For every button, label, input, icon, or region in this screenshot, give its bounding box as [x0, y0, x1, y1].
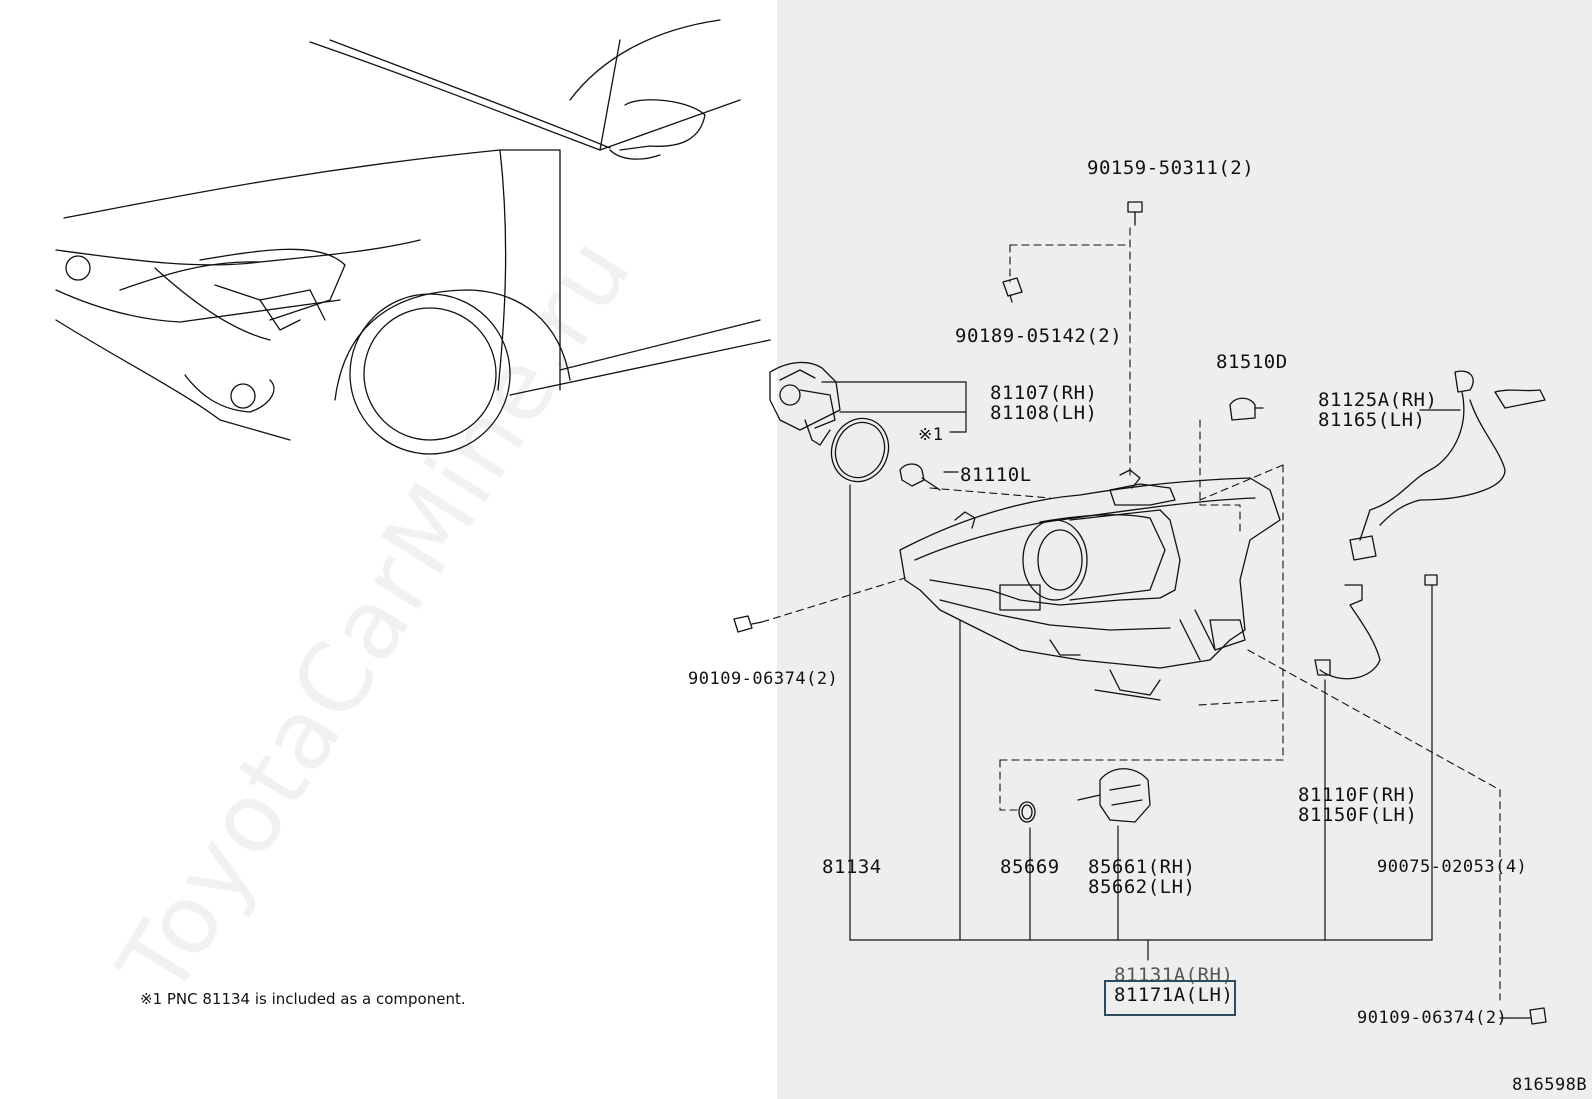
- label-85662-lh: 85662(LH): [1088, 876, 1196, 898]
- label-81165-lh: 81165(LH): [1318, 409, 1426, 431]
- label-90109-06374-left: 90109-06374(2): [688, 669, 839, 689]
- label-81107-rh: 81107(RH): [990, 382, 1098, 404]
- label-81171a-lh: 81171A(LH): [1114, 984, 1234, 1006]
- screw-90159: [1127, 201, 1143, 226]
- bolt-90109-left: [733, 615, 763, 633]
- label-81110f-81150f: 81110F(RH) 81150F(LH): [1298, 785, 1417, 825]
- diagram-id: 816598B: [1512, 1075, 1588, 1095]
- clip-90075: [1424, 574, 1438, 586]
- actuator-85661: [1077, 768, 1151, 823]
- label-81134: 81134: [822, 856, 882, 878]
- label-90075-02053: 90075-02053(4): [1377, 857, 1528, 877]
- note-mark-1: ※1: [918, 425, 944, 445]
- ring-85669: [1018, 801, 1036, 823]
- bolt-90189: [1002, 277, 1023, 303]
- label-85661-rh: 85661(RH): [1088, 856, 1196, 878]
- label-90159-50311: 90159-50311(2): [1087, 157, 1255, 179]
- label-90189-05142: 90189-05142(2): [955, 325, 1123, 347]
- parts-panel-background: [777, 0, 1592, 1099]
- label-81110f-rh: 81110F(RH): [1298, 784, 1418, 806]
- label-81125a-rh: 81125A(RH): [1318, 389, 1438, 411]
- label-81150f-lh: 81150F(LH): [1298, 804, 1418, 826]
- car-front-illustration: [55, 19, 771, 455]
- label-85661-85662: 85661(RH) 85662(LH): [1088, 857, 1195, 897]
- label-81108-lh: 81108(LH): [990, 402, 1098, 424]
- label-81107-81108: 81107(RH) 81108(LH): [990, 383, 1097, 423]
- headlamp-housing: [899, 469, 1281, 701]
- bulb-81510d: [1229, 397, 1264, 421]
- leader-lines-solid: [821, 381, 1511, 1019]
- footnote: ※1 PNC 81134 is included as a component.: [140, 990, 466, 1008]
- socket-81110l: [899, 463, 941, 491]
- label-81110l: 81110L: [960, 464, 1032, 486]
- highlight-selected-part[interactable]: [1104, 980, 1236, 1016]
- headlamp-control-module-81107: [769, 361, 841, 446]
- label-85669: 85669: [1000, 856, 1060, 878]
- leader-lines-dashed: [761, 227, 1501, 1001]
- wiring-harness-81125a: [1314, 370, 1546, 680]
- label-90109-06374-right: 90109-06374(2): [1357, 1008, 1508, 1028]
- label-81125a-81165: 81125A(RH) 81165(LH): [1318, 390, 1437, 430]
- gasket-ring: [830, 417, 890, 483]
- bolt-90109-right: [1509, 1007, 1547, 1025]
- label-81510d: 81510D: [1216, 351, 1288, 373]
